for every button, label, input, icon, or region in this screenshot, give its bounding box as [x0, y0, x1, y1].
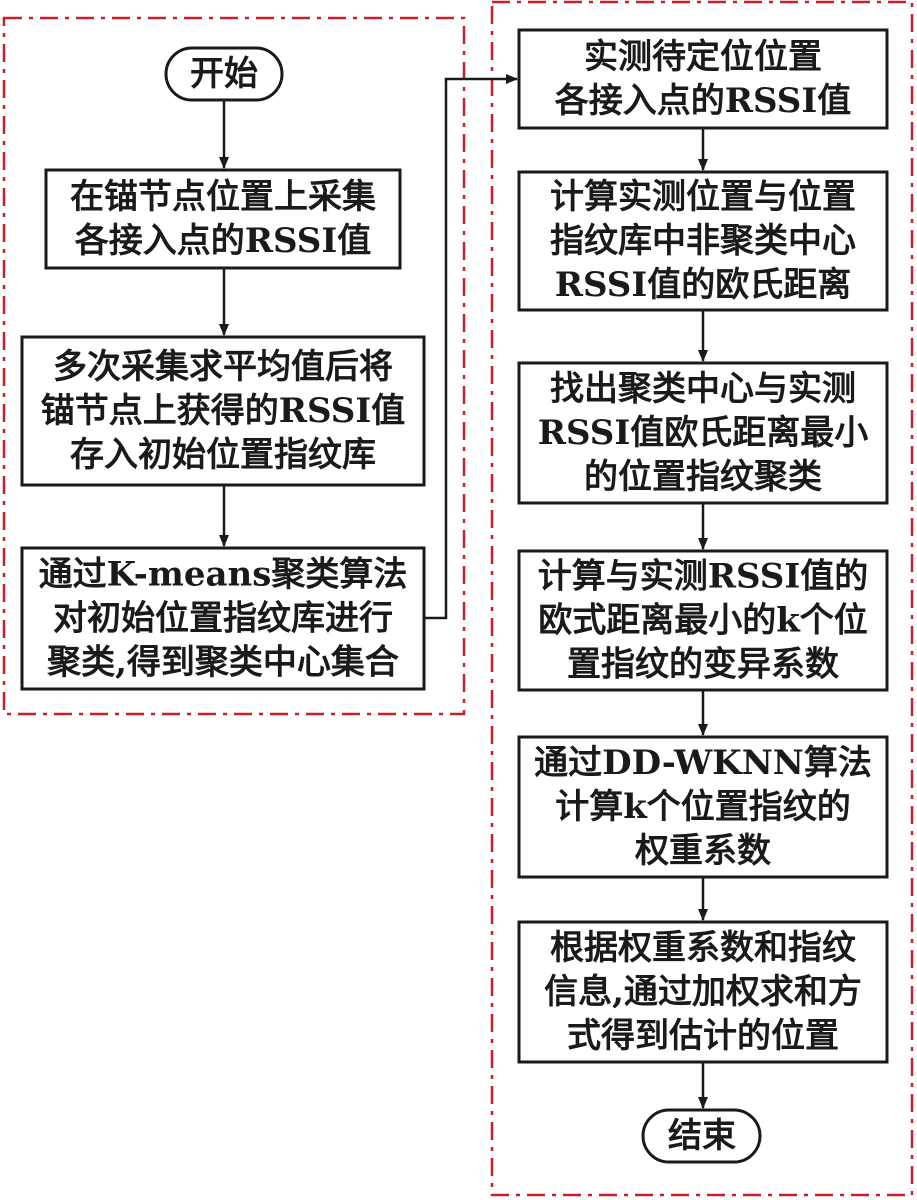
- step-text-line: 多次采集求平均值后将: [53, 347, 393, 387]
- left-group-border: [2, 16, 466, 716]
- step-text-line: 根据权重系数和指纹: [550, 928, 857, 968]
- step-text-line: 通过DD-WKNN算法: [534, 743, 872, 783]
- arrow-left-to-right: [424, 74, 518, 620]
- start-node: 开始: [164, 46, 284, 102]
- end-node: 结束: [641, 1108, 762, 1164]
- start-label: 开始: [190, 54, 258, 94]
- step-text-line: 权重系数: [634, 831, 771, 871]
- step-text-line: 计算与实测RSSI值的: [538, 557, 869, 597]
- step-text-line: 计算k个位置指纹的: [555, 787, 851, 827]
- step-text-line: 在锚节点位置上采集: [70, 177, 376, 217]
- step-text-line: 的位置指纹聚类: [584, 457, 822, 497]
- step-text-line: RSSI值欧氏距离最小: [538, 413, 869, 453]
- step-text-line: 各接入点的RSSI值: [75, 221, 372, 261]
- step-text-line: 对初始位置指纹库进行: [53, 599, 393, 639]
- step-text-line: 式得到估计的位置: [567, 1016, 839, 1056]
- step-text-line: 聚类,得到聚类中心集合: [46, 643, 399, 683]
- step-text-line: 置指纹的变异系数: [567, 645, 839, 685]
- step-text-line: 指纹库中非聚类中心: [550, 221, 856, 261]
- step-text-line: 计算实测位置与位置: [550, 177, 856, 217]
- step-text-line: 通过K-means聚类算法: [39, 555, 408, 595]
- step-text-line: 信息,通过加权求和方: [544, 972, 862, 1012]
- step-text-line: 各接入点的RSSI值: [555, 81, 852, 121]
- step-text-line: 存入初始位置指纹库: [70, 435, 376, 475]
- step-text-line: 实测待定位位置: [584, 37, 822, 77]
- step-text-line: 锚节点上获得的RSSI值: [41, 391, 406, 431]
- right-group-border: [490, 0, 914, 1197]
- step-text-line: RSSI值的欧氏距离: [555, 265, 852, 305]
- step-text-line: 找出聚类中心与实测: [550, 369, 856, 409]
- step-text-line: 欧式距离最小的k个位: [538, 601, 868, 641]
- end-label: 结束: [668, 1116, 736, 1156]
